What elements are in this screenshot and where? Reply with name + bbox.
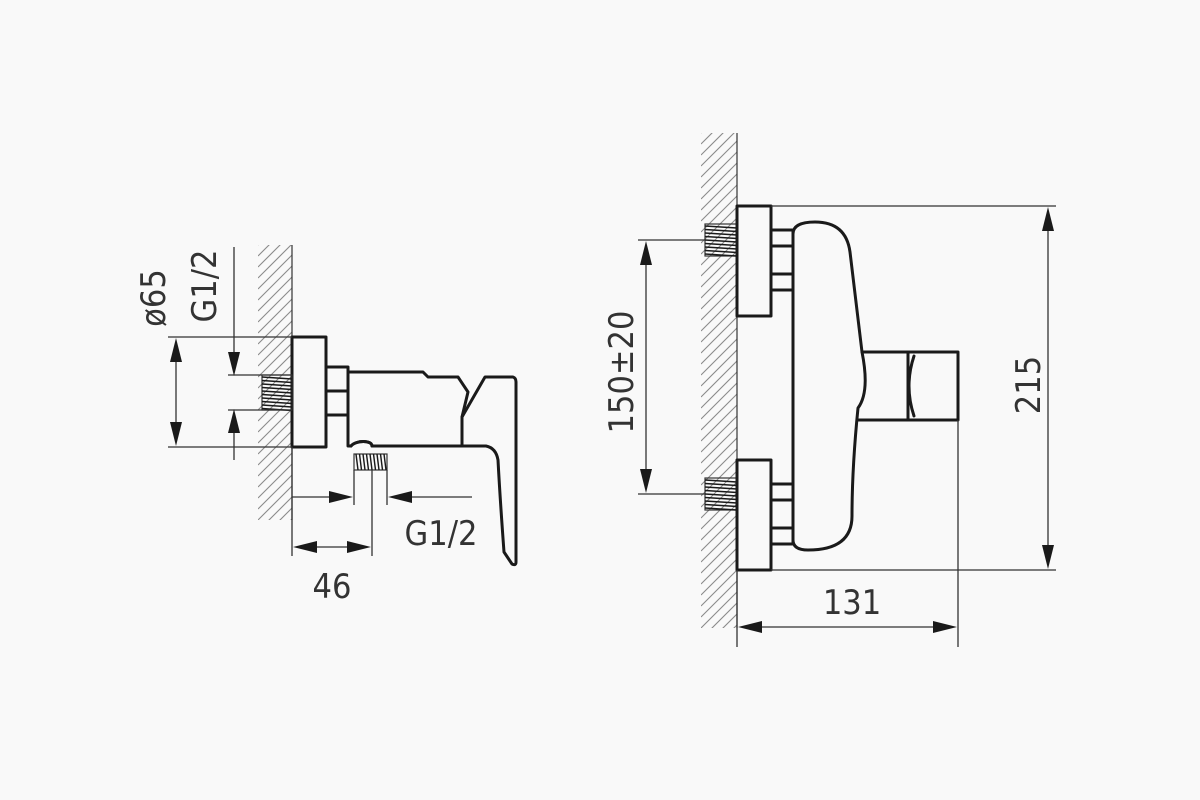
dimension-outlet-thread: G1/2 (292, 470, 477, 554)
label-width: 131 (823, 583, 881, 623)
dimension-width: 131 (736, 420, 959, 647)
lower-connector (704, 458, 795, 572)
dimension-inlet-thread: G1/2 (185, 247, 292, 460)
inlet-thread (261, 374, 293, 412)
outlet-thread (349, 440, 388, 471)
wall-hatching-right (701, 133, 738, 628)
label-diameter: ø65 (134, 269, 174, 327)
wall-flange (290, 335, 328, 449)
dimension-diameter: ø65 (134, 269, 292, 448)
side-view: ø65 G1/2 G1/2 4 (134, 245, 518, 607)
label-depth: 46 (313, 567, 352, 607)
outlet-spout (856, 350, 960, 422)
label-inlet-thread: G1/2 (185, 250, 225, 323)
mixer-body (791, 220, 867, 552)
valve-body (346, 370, 470, 448)
label-spacing: 150±20 (602, 311, 642, 434)
lever-handle (460, 375, 518, 567)
dimension-spacing: 150±20 (602, 239, 705, 495)
front-view: 150±20 215 131 (602, 133, 1056, 647)
dimension-depth: 46 (291, 447, 373, 607)
label-height: 215 (1009, 356, 1049, 414)
label-outlet-thread: G1/2 (405, 514, 478, 554)
dimension-height: 215 (771, 205, 1056, 571)
upper-connector (704, 204, 795, 318)
